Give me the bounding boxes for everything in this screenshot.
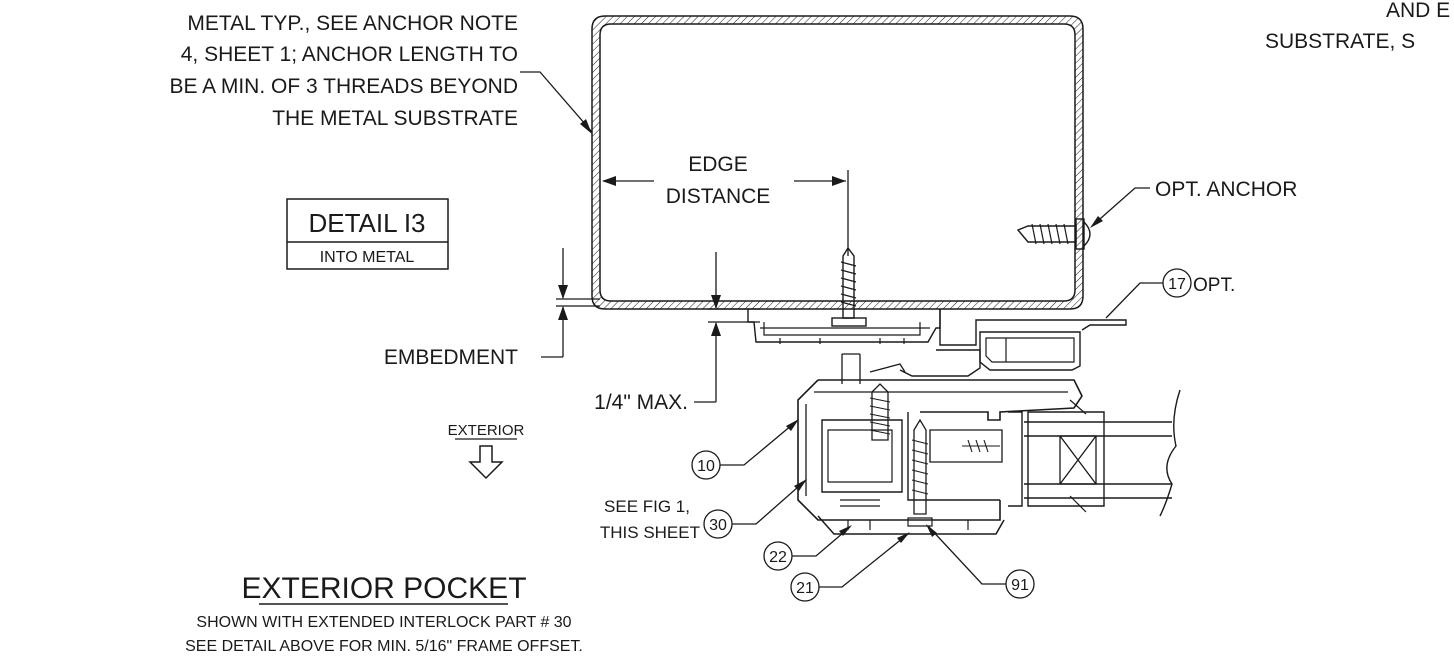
callout-number: 30 [709,517,727,534]
callout-10: 10 [691,419,799,480]
opt-anchor-callout: OPT. ANCHOR [1090,178,1297,228]
caption-title: EXTERIOR POCKET [241,572,526,605]
main-frame-assembly [797,353,1083,535]
quarter-max-dimension: 1/4" MAX. [594,252,760,414]
exterior-indicator: EXTERIOR [448,422,525,480]
detail-subtitle: INTO METAL [320,249,415,266]
callout-number: 17 [1168,276,1186,293]
exterior-label: EXTERIOR [448,422,525,439]
anchor-note-line: THE METAL SUBSTRATE [272,107,518,130]
embedment-dimension: EMBEDMENT [384,248,600,369]
anchor-note: METAL TYP., SEE ANCHOR NOTE 4, SHEET 1; … [169,12,518,130]
optional-anchor-screw [1016,218,1091,250]
anchor-note-line: 4, SHEET 1; ANCHOR LENGTH TO [181,43,518,66]
quarter-max-label: 1/4" MAX. [594,391,688,414]
opt-anchor-label: OPT. ANCHOR [1155,178,1297,201]
edge-distance-dimension: EDGE DISTANCE [602,153,849,256]
embedment-label: EMBEDMENT [384,346,518,369]
callout-91: 91 [926,524,1035,599]
top-right-note-line: AND E [1386,0,1450,22]
anchor-note-leader [520,71,593,134]
caption: EXTERIOR POCKET SHOWN WITH EXTENDED INTE… [185,572,583,655]
center-anchor-screw [831,246,867,327]
frame-extension [899,309,1127,377]
top-right-note-line: SUBSTRATE, S [1265,30,1415,53]
callout-number: 10 [697,458,715,475]
see-fig-line: SEE FIG 1, [604,497,690,516]
edge-distance-label: EDGE [688,153,748,176]
caption-line: SEE DETAIL ABOVE FOR MIN. 5/16" FRAME OF… [185,638,583,655]
callout-21: 21 [790,532,910,602]
callout-number: 22 [769,549,787,566]
caption-line: SHOWN WITH EXTENDED INTERLOCK PART # 30 [196,614,571,631]
detail-label-box: DETAIL I3 INTO METAL [286,198,449,270]
callout-30: SEE FIG 1, THIS SHEET 30 [600,479,807,542]
anchor-note-line: BE A MIN. OF 3 THREADS BEYOND [169,75,518,98]
see-fig-line: THIS SHEET [600,523,700,542]
callout-number: 91 [1011,577,1029,594]
glazing-unit [1008,389,1181,517]
anchor-note-line: METAL TYP., SEE ANCHOR NOTE [187,12,518,35]
opt-label: OPT. [1193,275,1235,296]
callout-number: 21 [796,580,814,597]
callout-22: 22 [763,525,852,571]
edge-distance-label: DISTANCE [666,185,771,208]
metal-substrate-tube [591,15,1084,310]
exterior-arrow-icon [468,445,504,480]
detail-title: DETAIL I3 [308,208,425,238]
callout-17: 17 OPT. [1105,268,1235,319]
